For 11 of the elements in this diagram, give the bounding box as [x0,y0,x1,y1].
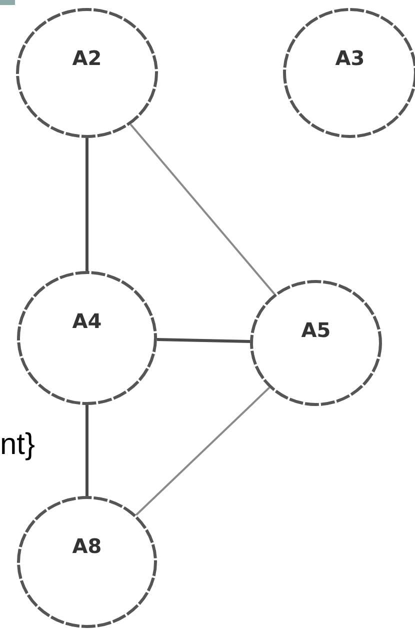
connector-line [86,405,88,496]
node-label: A5 [301,318,331,342]
connector-line [130,124,276,295]
connector-line [156,338,250,344]
node-label: A3 [335,46,365,70]
connector-line [135,386,270,516]
connector-line [86,138,88,271]
node-label: A2 [72,46,102,70]
node-label: A4 [72,309,102,333]
node-label: A8 [72,534,102,558]
text-fragment: nt} [0,428,36,462]
